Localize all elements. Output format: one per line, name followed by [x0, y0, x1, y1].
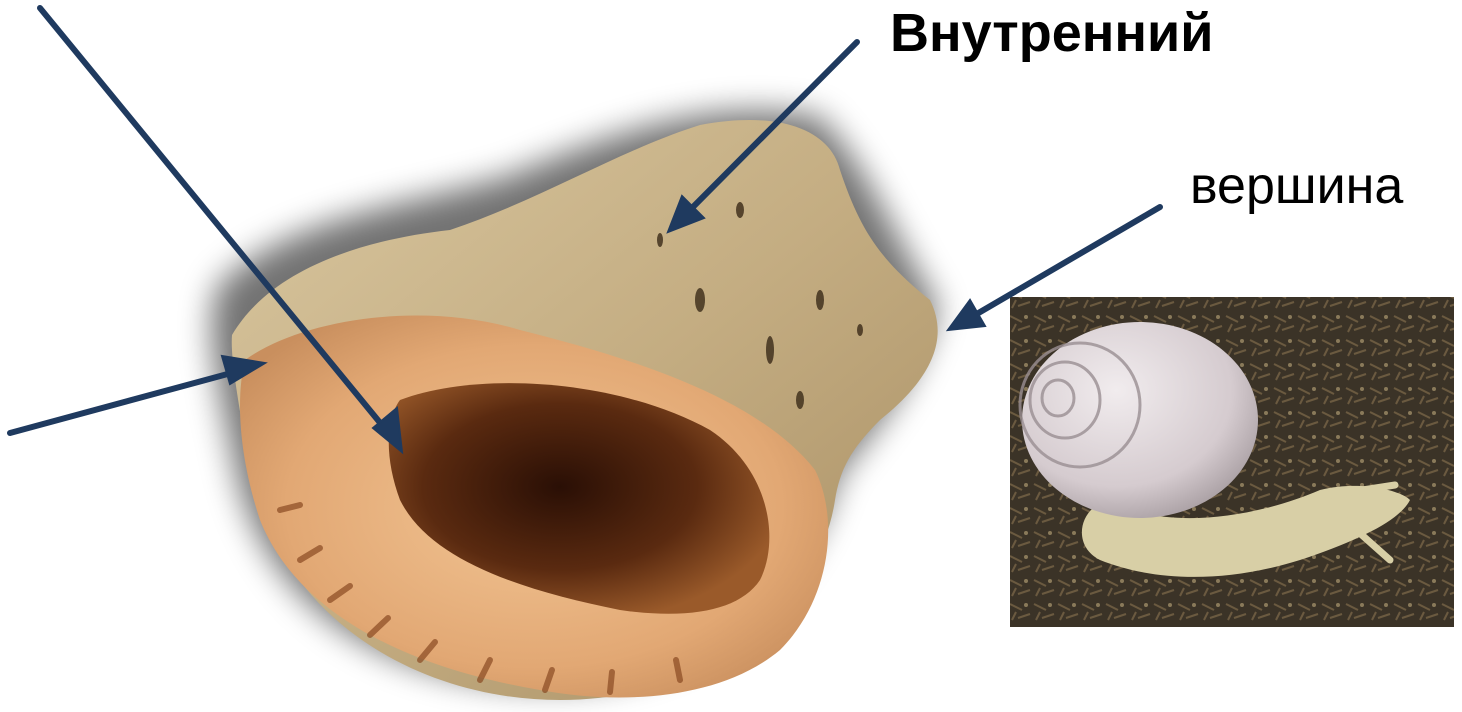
snail-photo — [1010, 297, 1454, 627]
label-apex: вершина — [1190, 160, 1403, 212]
label-inner-surface: Внутренний — [890, 6, 1213, 60]
conch-shell-photo — [212, 111, 938, 700]
snail-shell — [1022, 322, 1258, 518]
